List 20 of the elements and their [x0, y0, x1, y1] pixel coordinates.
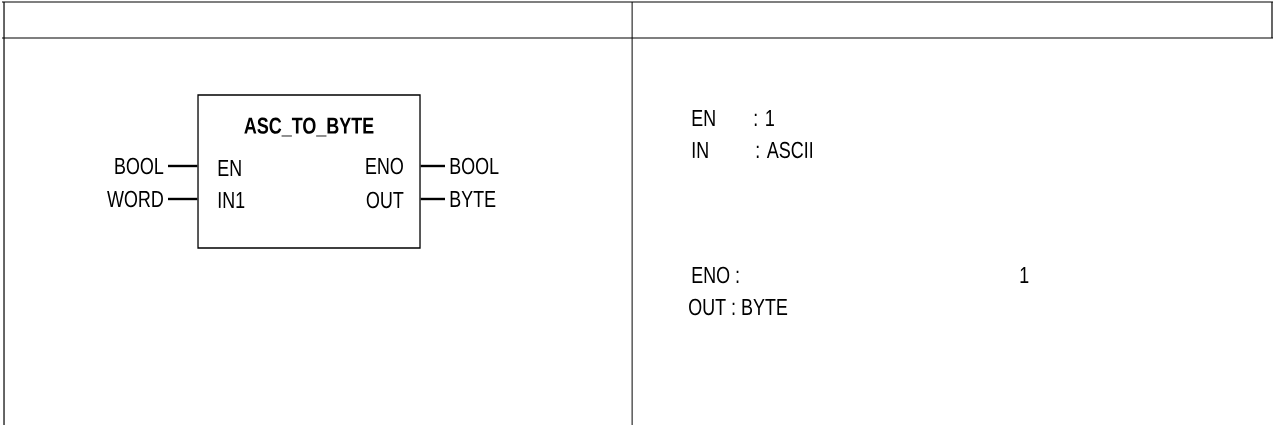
description-text: 1	[1020, 267, 1029, 283]
pin-label: ENO	[366, 157, 403, 175]
description-text: ENO :	[692, 266, 739, 284]
description-text: : ASCII	[756, 141, 812, 159]
type-label: BOOL	[450, 157, 499, 175]
description-text: EN	[692, 110, 715, 126]
pin-label: IN1	[218, 192, 245, 208]
pin-label: OUT	[366, 191, 404, 209]
description-text: : 1	[754, 110, 774, 126]
pin-line	[420, 164, 445, 168]
block-title: ASC_TO_BYTE	[244, 117, 374, 137]
description-text: OUT : BYTE	[689, 298, 788, 316]
pin-label: EN	[218, 160, 241, 176]
pin-line	[168, 197, 198, 201]
type-label: BYTE	[450, 191, 496, 207]
description-text: IN	[692, 142, 708, 158]
type-label: BOOL	[115, 157, 164, 175]
pin-line	[420, 197, 445, 201]
type-label: WORD	[107, 190, 163, 208]
pin-line	[168, 164, 198, 168]
